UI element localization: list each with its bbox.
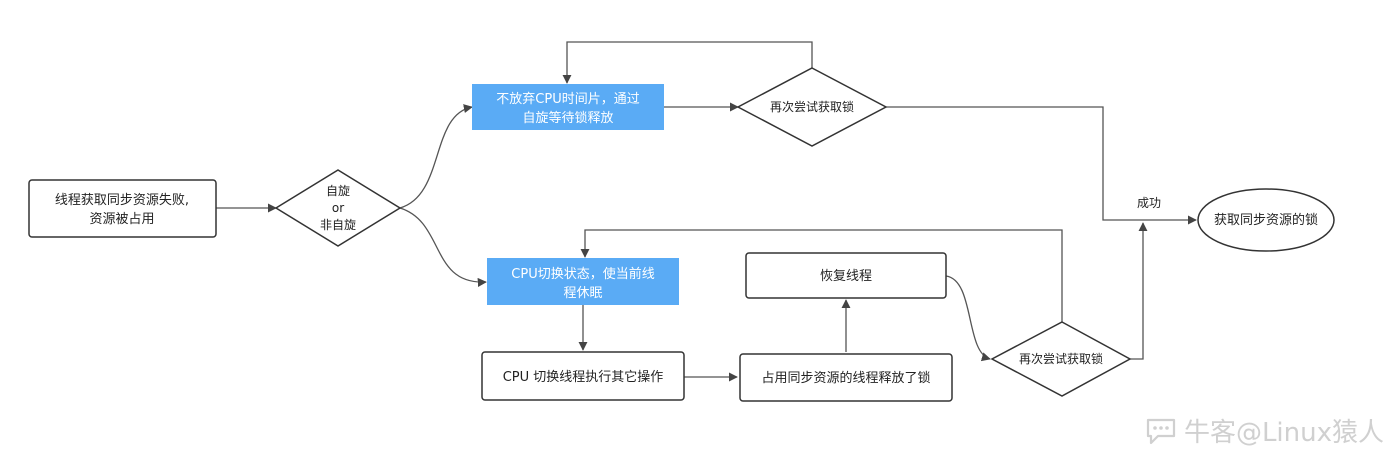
node-acquire-lock: 获取同步资源的锁 [1197, 188, 1335, 252]
retry-bottom-label: 再次尝试获取锁 [1019, 351, 1103, 366]
spin-wait-line-2: 自旋等待锁释放 [522, 110, 613, 126]
watermark: 牛客@Linux猿人 [1144, 412, 1384, 449]
node-other-ops: CPU 切换线程执行其它操作 [481, 351, 685, 401]
edge-retry-bottom-success [1130, 222, 1148, 360]
resume-thread-label: 恢复线程 [820, 269, 872, 284]
decision-line-1: 自旋 [326, 184, 350, 198]
node-retry-bottom: 再次尝试获取锁 [990, 321, 1132, 397]
cpu-switch-line-1: CPU切换状态，使当前线 [511, 266, 654, 282]
watermark-text: 牛客@Linux猿人 [1183, 418, 1384, 448]
node-start-line-2: 资源被占用 [89, 212, 154, 227]
node-retry-top: 再次尝试获取锁 [736, 67, 888, 147]
node-decision-spin: 自旋 or 非自旋 [274, 169, 402, 247]
spin-wait-line-1: 不放弃CPU时间片，通过 [496, 92, 639, 107]
release-lock-label: 占用同步资源的线程释放了锁 [761, 370, 930, 386]
node-spin-wait: 不放弃CPU时间片，通过 自旋等待锁释放 [472, 84, 664, 130]
node-start: 线程获取同步资源失败, 资源被占用 [28, 179, 217, 238]
edge-retry-loop [562, 41, 813, 84]
edge-retry-bottom-loop [580, 229, 1063, 322]
other-ops-label: CPU 切换线程执行其它操作 [503, 369, 664, 385]
node-resume-thread: 恢复线程 [745, 252, 947, 299]
retry-top-label: 再次尝试获取锁 [770, 99, 854, 114]
decision-line-3: 非自旋 [320, 218, 356, 232]
acquire-lock-label: 获取同步资源的锁 [1214, 212, 1318, 228]
node-start-line-1: 线程获取同步资源失败, [55, 193, 189, 208]
edge-decision-to-spin [399, 104, 473, 209]
edge-retry-top-success [886, 106, 1197, 225]
edge-label-success: 成功 [1137, 196, 1161, 210]
decision-line-2: or [332, 201, 344, 215]
edge-decision-to-cpu-switch [399, 207, 487, 287]
edges [216, 41, 1197, 382]
chat-bubble-icon [1146, 418, 1176, 444]
cpu-switch-line-2: 程休眠 [563, 286, 602, 301]
node-release-lock: 占用同步资源的线程释放了锁 [739, 353, 953, 402]
edge-resume-to-retry [945, 275, 991, 362]
node-cpu-switch: CPU切换状态，使当前线 程休眠 [487, 258, 679, 305]
